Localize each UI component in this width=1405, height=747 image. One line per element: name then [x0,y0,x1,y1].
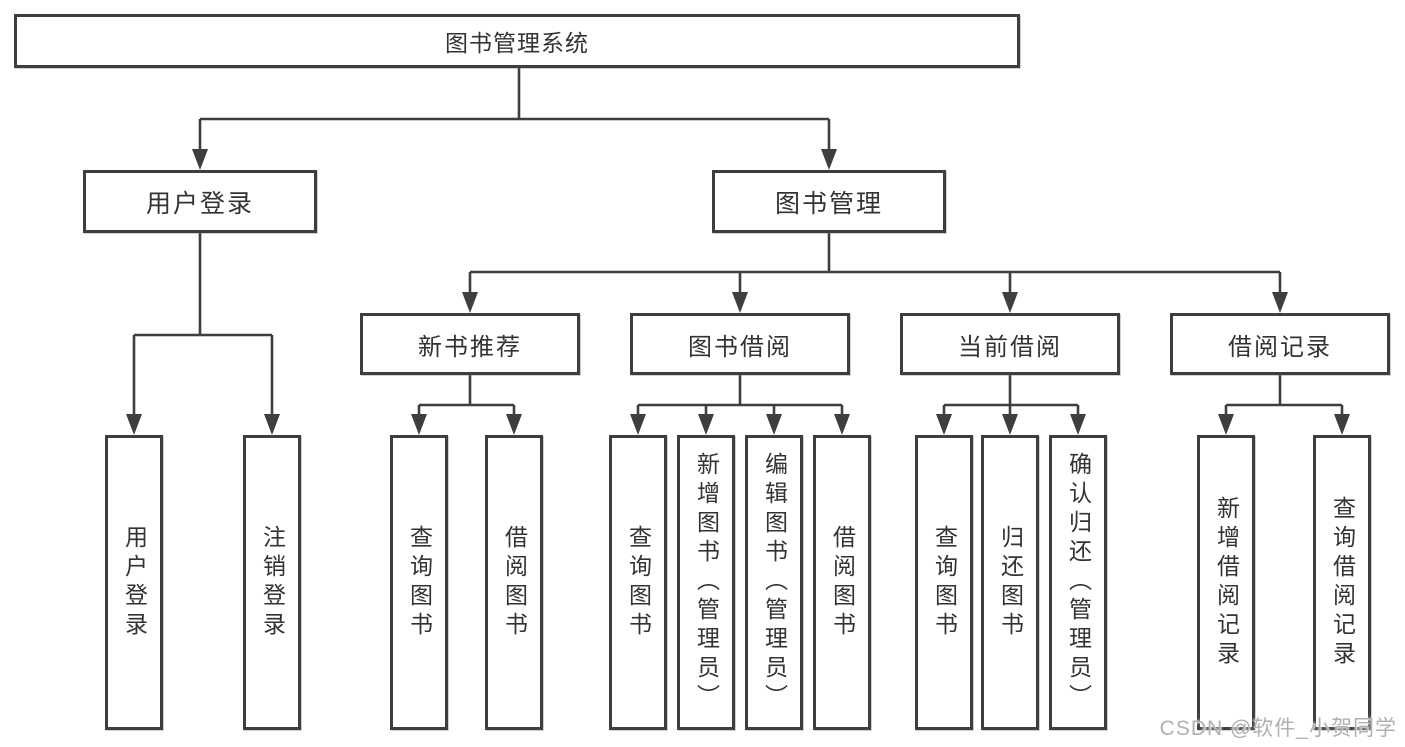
leaf-borrow-books-recommend: 借阅图书 [485,435,543,730]
leaf-query-books-current: 查询图书 [915,435,973,730]
node-new-book-recommend: 新书推荐 [360,313,580,375]
leaf-return-books: 归还图书 [981,435,1039,730]
leaf-query-books-recommend: 查询图书 [390,435,448,730]
leaf-query-books-borrow: 查询图书 [609,435,667,730]
node-user-login: 用户登录 [83,170,317,233]
leaf-add-books-admin: 新增图书（管理员） [677,435,735,730]
node-book-borrowing: 图书借阅 [630,313,850,375]
leaf-add-borrow-record: 新增借阅记录 [1197,435,1255,730]
node-library-management-system: 图书管理系统 [14,14,1020,68]
node-current-borrowing: 当前借阅 [900,313,1120,375]
node-borrowing-records: 借阅记录 [1170,313,1390,375]
node-book-management: 图书管理 [712,170,946,233]
leaf-confirm-return-admin: 确认归还（管理员） [1049,435,1107,730]
watermark: CSDN @软件_小贺同学 [1159,717,1397,740]
leaf-user-login: 用户登录 [105,435,163,730]
leaf-edit-books-admin: 编辑图书（管理员） [745,435,803,730]
leaf-query-borrow-record: 查询借阅记录 [1313,435,1371,730]
leaf-logout: 注销登录 [243,435,301,730]
leaf-borrow-books: 借阅图书 [813,435,871,730]
